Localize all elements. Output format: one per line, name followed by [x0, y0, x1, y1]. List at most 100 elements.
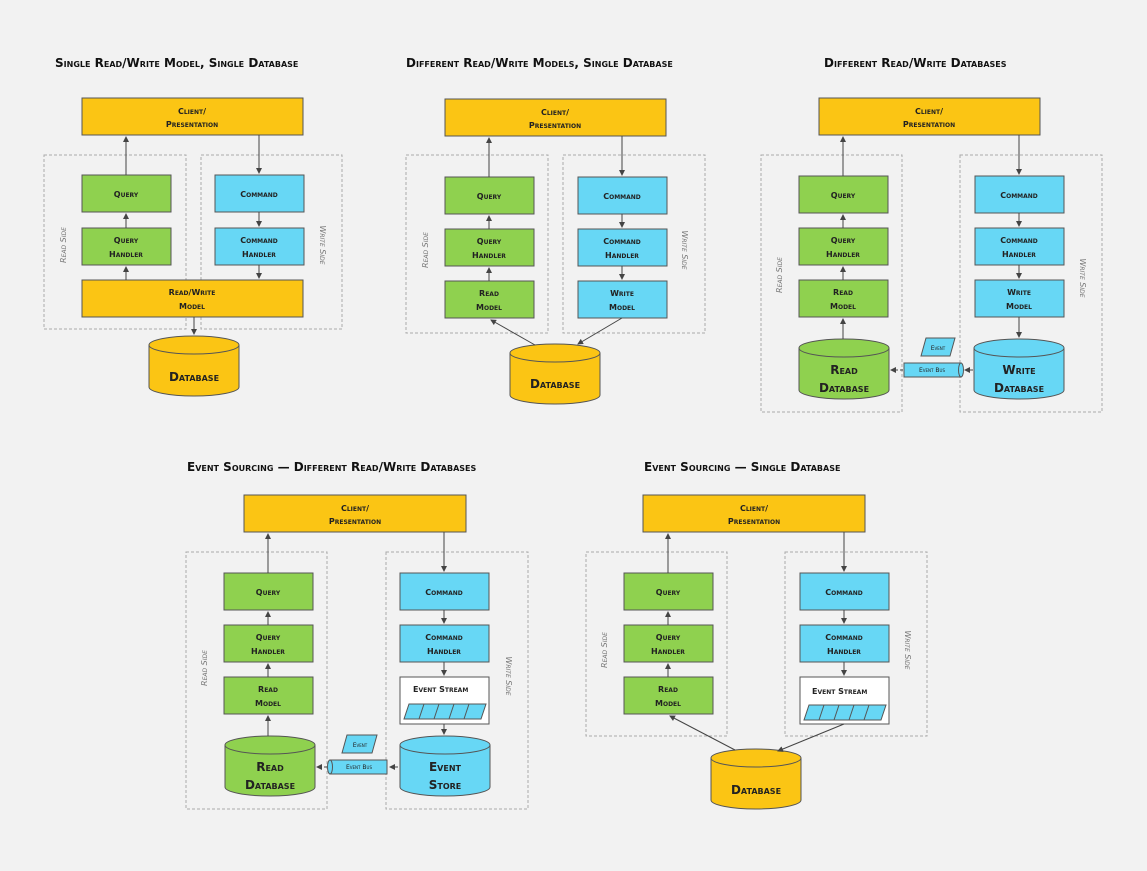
write-model-label-2: Model	[609, 303, 635, 312]
query-box[interactable]	[798, 175, 889, 214]
client-presentation-box[interactable]	[243, 494, 467, 533]
command-box[interactable]	[214, 174, 305, 213]
client-label-line2: Presentation	[166, 120, 218, 129]
command-handler-label-2: Handler	[427, 647, 461, 656]
command-handler-label-1: Command	[1000, 236, 1038, 245]
write-db-label-2: Database	[994, 381, 1044, 395]
command-handler-label-2: Handler	[605, 251, 639, 260]
command-handler-label-2: Handler	[827, 647, 861, 656]
read-db-label-1: Read	[256, 760, 284, 774]
database-cylinder[interactable]	[148, 335, 240, 397]
event-stream-box[interactable]: Event Stream	[399, 676, 490, 725]
query-handler-box[interactable]	[798, 227, 889, 266]
read-model-label-1: Read	[258, 685, 278, 694]
write-model-box[interactable]	[974, 279, 1065, 318]
command-handler-label-1: Command	[825, 633, 863, 642]
write-side-group	[200, 154, 343, 330]
read-database-cylinder[interactable]	[224, 735, 316, 797]
write-model-label-1: Write	[610, 289, 634, 298]
client-label-line2: Presentation	[529, 121, 581, 130]
query-label: Query	[656, 588, 681, 597]
event-stream-label: Event Stream	[413, 685, 468, 694]
read-model-box[interactable]	[798, 279, 889, 318]
write-side-label: Write Side	[903, 630, 912, 669]
read-side-group	[43, 154, 187, 330]
query-box[interactable]	[81, 174, 172, 213]
event-stream-box[interactable]: Event Stream	[799, 676, 890, 725]
event-label: Event	[353, 742, 368, 749]
write-side-label: Write Side	[318, 225, 327, 264]
command-box[interactable]	[974, 175, 1065, 214]
read-side-label: Read Side	[421, 232, 430, 268]
query-handler-label-1: Query	[477, 237, 502, 246]
write-side-group	[784, 551, 928, 737]
command-handler-box[interactable]	[214, 227, 305, 266]
command-handler-label-1: Command	[240, 236, 278, 245]
write-database-cylinder[interactable]	[973, 338, 1065, 400]
diagram-title: Event Sourcing — Single Database	[644, 460, 840, 474]
event-store-cylinder[interactable]	[399, 735, 491, 797]
command-label: Command	[825, 588, 863, 597]
diagram-event-sourcing-different-dbs: Event Sourcing — Different Read/Write Da…	[185, 460, 529, 810]
diagram-different-models-single-db: Different Read/Write Models, Single Data…	[405, 56, 706, 405]
write-side-group	[385, 551, 529, 810]
event-icon: Event	[920, 337, 956, 357]
query-handler-label-2: Handler	[651, 647, 685, 656]
read-model-box[interactable]	[223, 676, 314, 715]
read-model-box[interactable]	[623, 676, 714, 715]
write-side-label: Write Side	[680, 230, 689, 269]
query-box[interactable]	[623, 572, 714, 611]
write-model-label-2: Model	[1006, 302, 1032, 311]
command-handler-box[interactable]	[577, 228, 668, 267]
query-handler-label-1: Query	[114, 236, 139, 245]
read-side-label: Read Side	[600, 632, 609, 668]
read-db-label-1: Read	[830, 363, 858, 377]
read-side-group	[185, 551, 328, 810]
read-model-box[interactable]	[444, 280, 535, 319]
event-bus-icon: Event Bus	[903, 362, 964, 378]
query-handler-label-2: Handler	[826, 250, 860, 259]
read-side-label: Read Side	[59, 227, 68, 263]
read-side-group	[405, 154, 549, 334]
query-handler-box[interactable]	[444, 228, 535, 267]
read-side-label: Read Side	[775, 257, 784, 293]
client-presentation-box[interactable]	[642, 494, 866, 533]
command-handler-box[interactable]	[974, 227, 1065, 266]
read-side-label: Read Side	[200, 650, 209, 686]
database-cylinder[interactable]	[710, 748, 802, 810]
client-presentation-box[interactable]	[818, 97, 1041, 136]
database-label: Database	[169, 370, 219, 384]
command-handler-box[interactable]	[799, 624, 890, 663]
query-handler-label-2: Handler	[472, 251, 506, 260]
client-presentation-box[interactable]	[444, 98, 667, 137]
client-label-line1: Client/	[915, 107, 943, 116]
event-stream-label: Event Stream	[812, 687, 867, 696]
client-label-line1: Client/	[341, 504, 369, 513]
command-handler-box[interactable]	[399, 624, 490, 663]
client-label-line1: Client/	[178, 107, 206, 116]
query-handler-box[interactable]	[223, 624, 314, 663]
database-label: Database	[731, 783, 781, 797]
command-box[interactable]	[577, 176, 668, 215]
event-bus-icon: Event Bus	[327, 759, 388, 775]
read-db-label-2: Database	[245, 778, 295, 792]
database-label: Database	[530, 377, 580, 391]
read-db-label-2: Database	[819, 381, 869, 395]
read-database-cylinder[interactable]	[798, 338, 890, 400]
diagram-title: Different Read/Write Models, Single Data…	[406, 56, 673, 70]
query-label: Query	[477, 192, 502, 201]
client-presentation-box[interactable]	[81, 97, 304, 136]
read-side-group	[760, 154, 903, 413]
read-side-group	[585, 551, 728, 737]
query-handler-box[interactable]	[81, 227, 172, 266]
query-box[interactable]	[223, 572, 314, 611]
write-model-box[interactable]	[577, 280, 668, 319]
read-model-label-2: Model	[655, 699, 681, 708]
client-label-line2: Presentation	[728, 517, 780, 526]
event-store-label-1: Event	[429, 760, 462, 774]
read-write-model-box[interactable]	[81, 279, 304, 318]
database-cylinder[interactable]	[509, 343, 601, 405]
query-handler-box[interactable]	[623, 624, 714, 663]
